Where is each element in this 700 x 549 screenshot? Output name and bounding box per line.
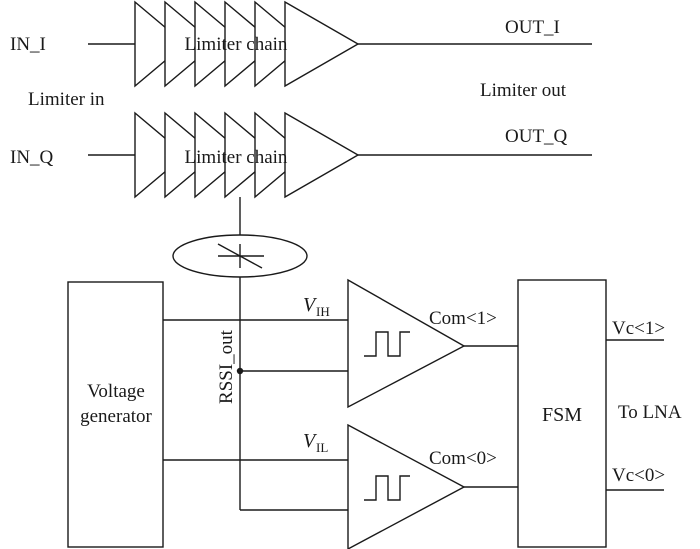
comparator-high: V IH Com<1> — [303, 278, 497, 409]
limiter-stage-1 — [134, 111, 187, 199]
limiter-stage-1 — [134, 0, 187, 88]
limiter-stage-4 — [224, 0, 277, 88]
vc0-label: Vc<0> — [612, 465, 665, 486]
rectifier-arm-top — [217, 243, 241, 257]
voltage-generator: Voltage generator — [67, 281, 164, 548]
fsm-label: FSM — [542, 404, 582, 426]
out-i-label: OUT_I — [505, 17, 560, 38]
vil-label-sub: IL — [316, 440, 328, 455]
limiter-chain-i: IN_I Limiter chain OUT_I — [10, 0, 592, 88]
limiter-chain-q-label: Limiter chain — [185, 147, 288, 168]
comparator-low-triangle — [347, 423, 466, 549]
com1-label: Com<1> — [429, 308, 497, 329]
voltage-generator-label-line1: Voltage — [87, 381, 145, 402]
out-q-label: OUT_Q — [505, 126, 568, 147]
voltage-generator-label-line2: generator — [80, 406, 152, 427]
comparator-low: V IL Com<0> — [303, 423, 497, 549]
limiter-chain-i-label: Limiter chain — [185, 34, 288, 55]
vih-label-sub: IH — [316, 304, 330, 319]
hysteresis-icon — [364, 331, 410, 357]
vil-label-main: V — [303, 430, 318, 452]
limiter-stage-5 — [254, 111, 307, 199]
limiter-stage-2 — [164, 111, 217, 199]
in-i-label: IN_I — [10, 34, 46, 55]
limiter-in-label: Limiter in — [28, 89, 105, 110]
limiter-stage-3 — [194, 0, 247, 88]
limiter-stage-6 — [284, 0, 360, 88]
limiter-stage-4 — [224, 111, 277, 199]
limiter-stage-6 — [284, 111, 360, 199]
in-q-label: IN_Q — [10, 147, 54, 168]
com0-label: Com<0> — [429, 448, 497, 469]
rectifier-arm-bottom — [239, 255, 263, 269]
rssi-out-label: RSSI_out — [216, 329, 237, 404]
limiter-out-label: Limiter out — [480, 80, 567, 101]
fsm-box — [517, 279, 607, 548]
to-lna-label: To LNA — [618, 402, 682, 423]
hysteresis-icon — [364, 475, 410, 501]
limiter-chain-q: IN_Q Limiter chain OUT_Q — [10, 111, 592, 199]
voltage-generator-box — [67, 281, 164, 548]
limiter-stage-5 — [254, 0, 307, 88]
vc1-label: Vc<1> — [612, 318, 665, 339]
rssi-detector — [172, 234, 308, 278]
comparator-high-triangle — [347, 278, 466, 409]
vih-label-main: V — [303, 294, 318, 316]
fsm-block: FSM — [517, 279, 607, 548]
limiter-stage-2 — [164, 0, 217, 88]
limiter-stage-3 — [194, 111, 247, 199]
